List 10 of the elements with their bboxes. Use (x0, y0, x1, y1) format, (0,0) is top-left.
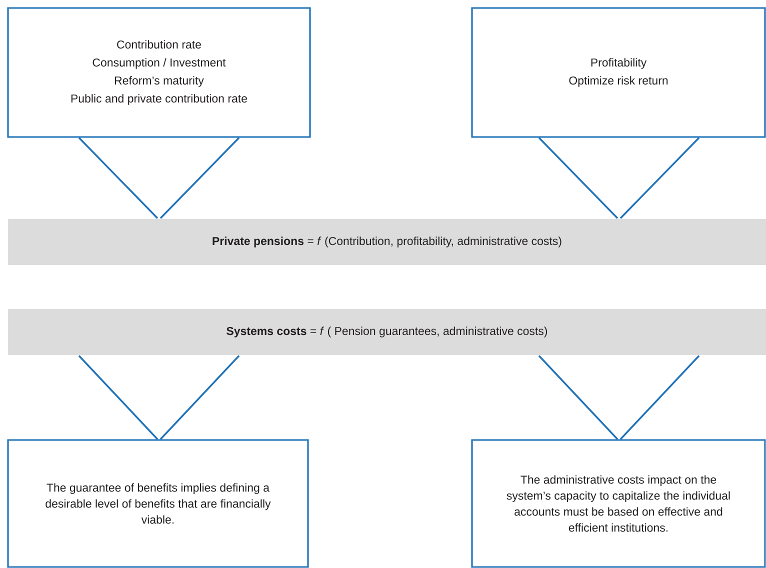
text-box: The administrative costs impact on the system’s capacity to capitalize the individual accounts must be based on effective and efficient institutions. (471, 439, 766, 568)
formula-band: Private pensions = f (Contribution, profitability, administrative costs) (8, 219, 766, 265)
text-box: The guarantee of benefits implies defining a desirable level of benefits that are financially viable. (7, 439, 309, 568)
formula-band: Systems costs = f ( Pension guarantees, administrative costs) (8, 309, 766, 355)
chevron-connector (538, 354, 700, 440)
chevron-connector (78, 136, 240, 220)
chevron-connector (538, 136, 700, 220)
text-box: Profitability Optimize risk return (471, 7, 766, 138)
chevron-connector (78, 354, 240, 440)
text-box: Contribution rate Consumption / Investment Reform’s maturity Public and private contribution rate (7, 7, 311, 138)
